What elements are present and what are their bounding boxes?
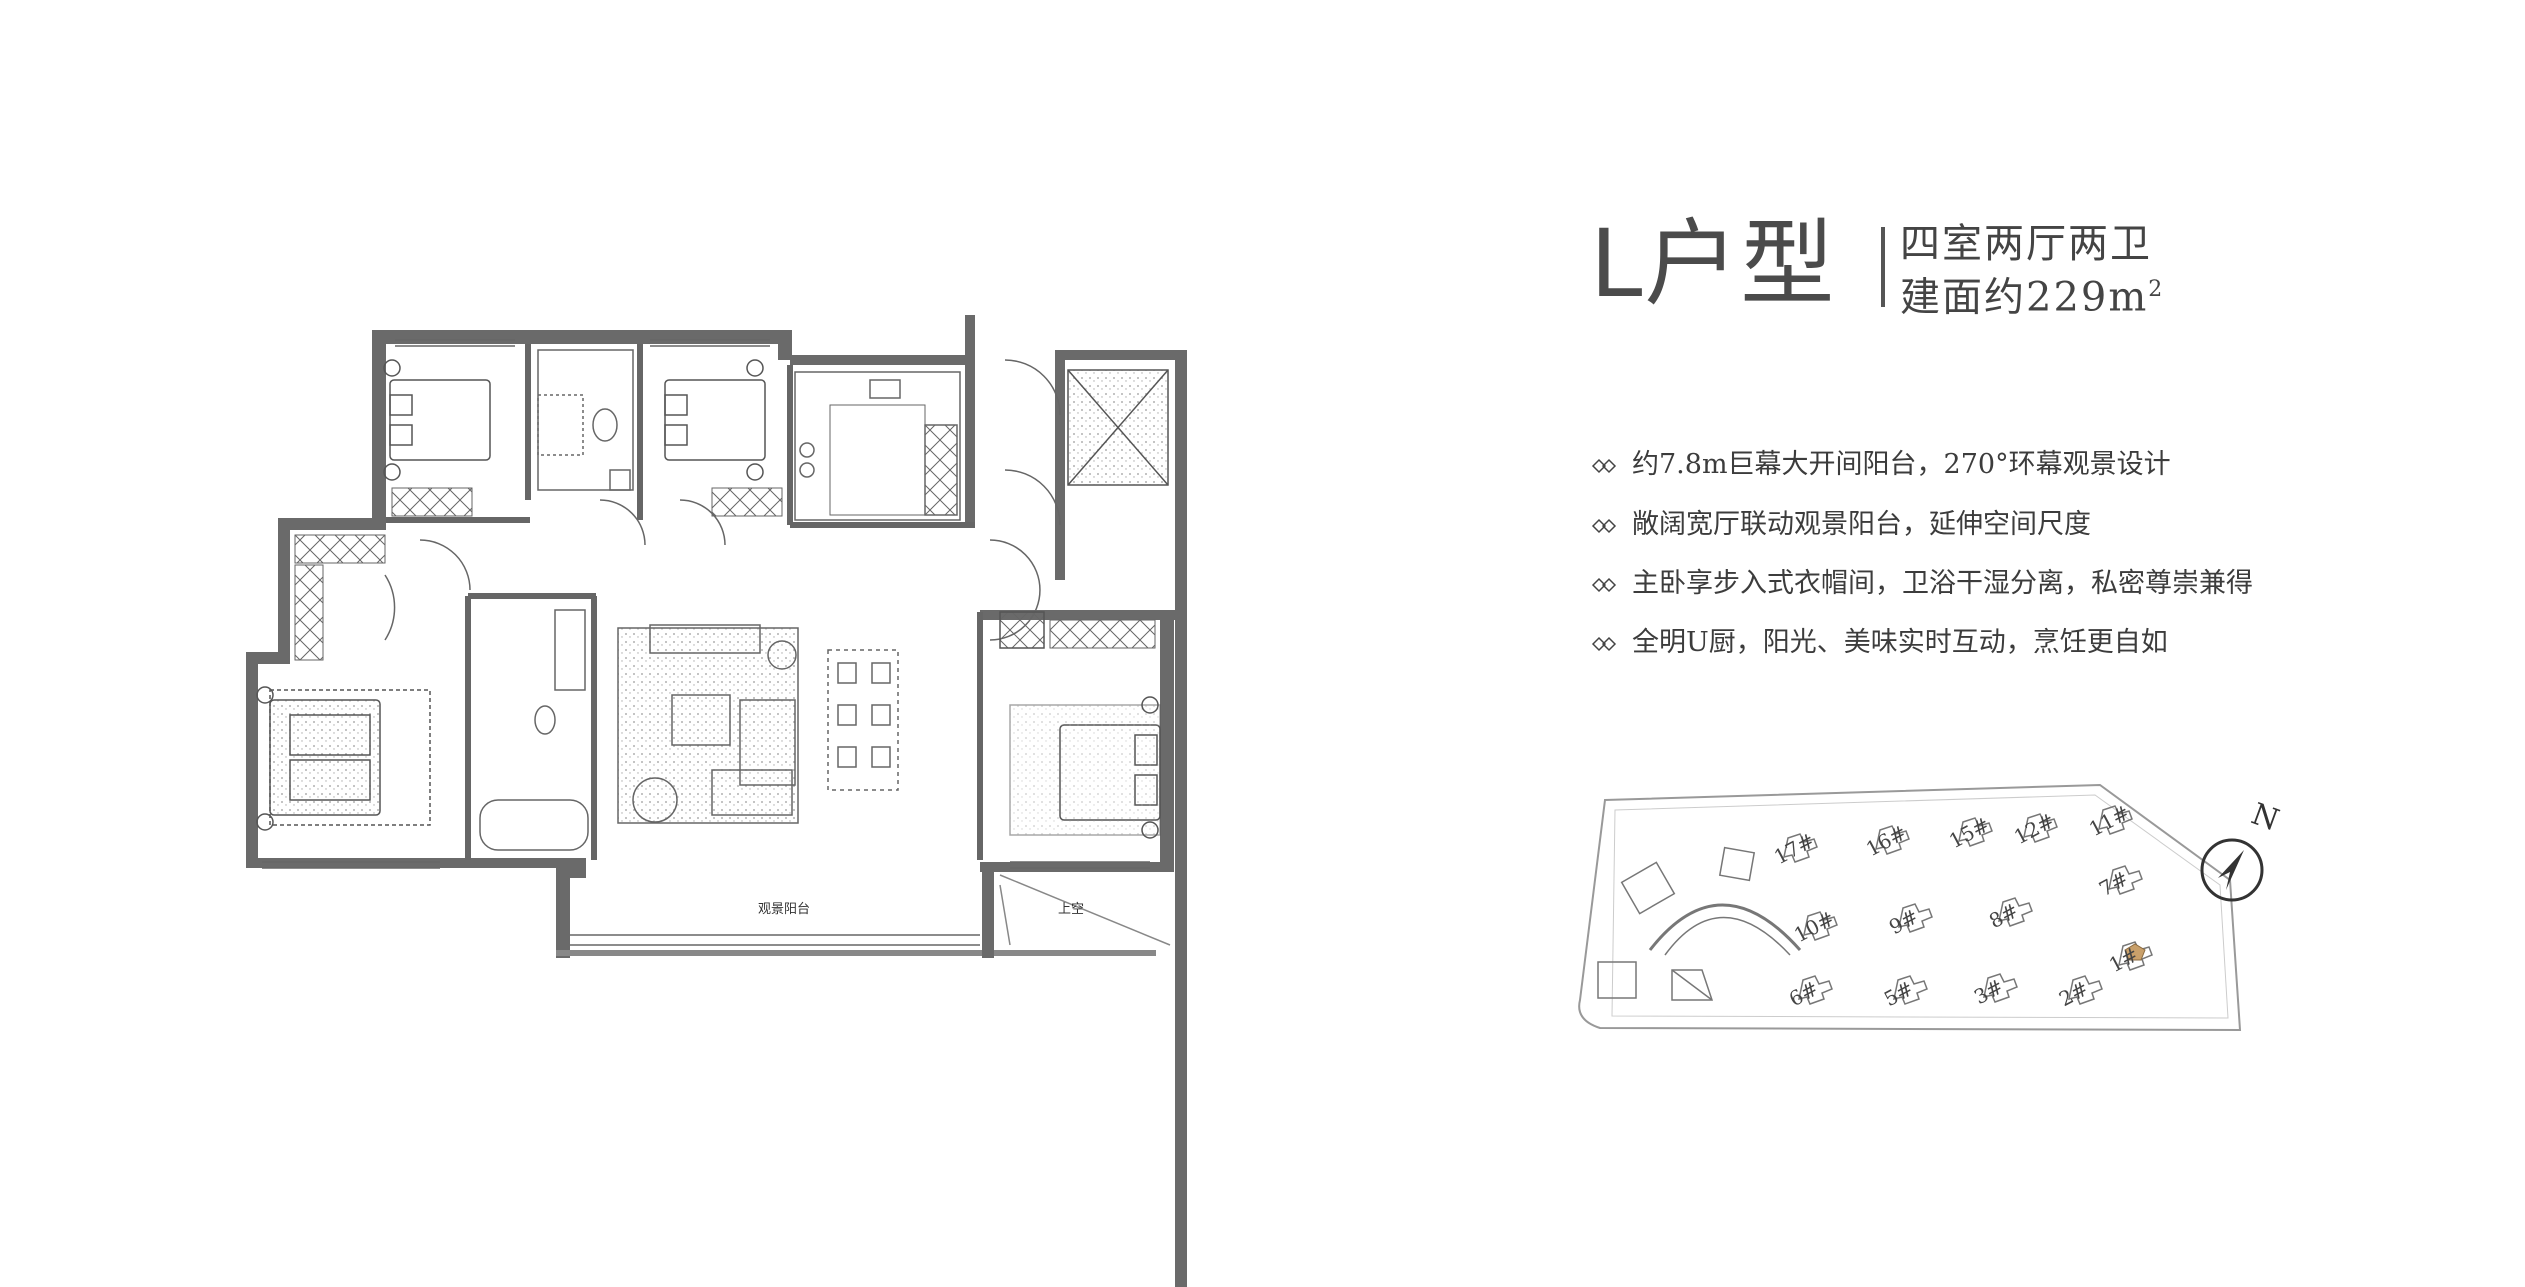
unit-area-value: 建面约229m [1900,274,2149,321]
feature-2: 敞阔宽厅联动观景阳台，延伸空间尺度 [1590,502,2091,541]
elevator-core [999,369,1169,649]
beds [256,359,1161,839]
void-area [999,874,1171,946]
interior-walls [386,344,983,860]
living-dining [617,624,899,824]
feature-text: 约7.8m巨幕大开间阳台，270°环幕观景设计 [1632,449,2171,480]
balcony-label: 观景阳台 [758,902,811,917]
wardrobes [294,487,1156,661]
kitchen [794,371,961,521]
diamond-bullet-icon [1591,636,1617,651]
title-divider [1881,227,1885,307]
unit-area: 建面约229m2 [1900,267,2164,320]
void-label: 上空 [1058,902,1085,917]
windows [262,339,1150,946]
unit-area-sup: 2 [2148,277,2165,302]
unit-layout: 四室两厅两卫 [1900,221,2152,267]
feature-3: 主卧享步入式衣帽间，卫浴干湿分离，私密尊崇兼得 [1590,561,2253,600]
diamond-bullet-icon [1591,577,1617,592]
feature-1: 约7.8m巨幕大开间阳台，270°环幕观景设计 [1590,442,2171,481]
unit-type-title: L户型 [1590,210,1837,319]
feature-4: 全明U厨，阳光、美味实时互动，烹饪更自如 [1590,620,2168,659]
diamond-bullet-icon [1591,518,1617,533]
bathrooms [469,349,634,851]
feature-text: 敞阔宽厅联动观景阳台，延伸空间尺度 [1632,509,2091,540]
exterior-walls [246,315,1187,1287]
feature-text: 主卧享步入式衣帽间，卫浴干湿分离，私密尊崇兼得 [1632,568,2253,599]
diamond-bullet-icon [1591,458,1617,473]
feature-text: 全明U厨，阳光、美味实时互动，烹饪更自如 [1632,627,2168,658]
